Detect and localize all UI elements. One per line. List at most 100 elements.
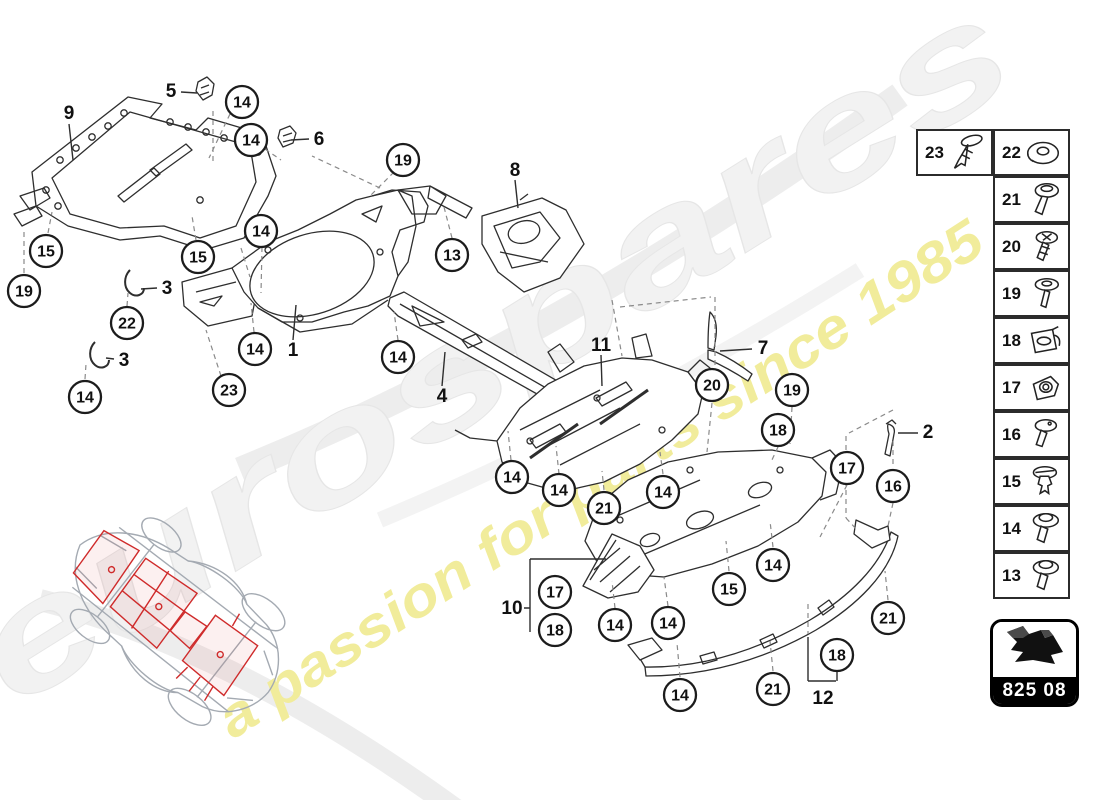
part-label-3[interactable]: 3: [162, 278, 173, 299]
part-label-8[interactable]: 8: [510, 160, 521, 181]
part-label-5[interactable]: 5: [166, 81, 177, 102]
callout-14[interactable]: 14: [541, 472, 577, 508]
callout-14[interactable]: 14: [645, 474, 681, 510]
washer-screw-icon: [1032, 512, 1060, 543]
part-code-box: 825 08: [990, 619, 1079, 707]
arrow-down-right-icon: [993, 622, 1076, 678]
callout-19[interactable]: 19: [385, 142, 421, 178]
callout-17[interactable]: 17: [829, 450, 865, 486]
callout-14[interactable]: 14: [662, 677, 698, 713]
callout-21[interactable]: 21: [755, 671, 791, 707]
part-label-6[interactable]: 6: [314, 129, 325, 150]
callout-14[interactable]: 14: [494, 459, 530, 495]
diagram-line-art: [13, 76, 918, 682]
callout-14[interactable]: 14: [237, 331, 273, 367]
washer-nut-icon: [1026, 141, 1060, 164]
part-label-11[interactable]: 11: [591, 335, 612, 356]
part-10-wedge-panel: [582, 533, 655, 599]
svg-text:17: 17: [838, 461, 856, 478]
callout-14[interactable]: 14: [755, 547, 791, 583]
sidebar-item-20[interactable]: 20: [993, 223, 1070, 270]
svg-text:14: 14: [76, 390, 94, 407]
callout-15[interactable]: 15: [711, 571, 747, 607]
callout-19[interactable]: 19: [6, 273, 42, 309]
sidebar-item-21[interactable]: 21: [993, 176, 1070, 223]
sidebar-item-13[interactable]: 13: [993, 552, 1070, 599]
part-label-1[interactable]: 1: [288, 340, 299, 361]
part-7-trim-strip: [707, 311, 753, 382]
callout-14[interactable]: 14: [650, 605, 686, 641]
sidebar-item-ref: 13: [1002, 565, 1021, 585]
callout-18[interactable]: 18: [760, 412, 796, 448]
svg-text:14: 14: [252, 224, 270, 241]
callout-22[interactable]: 22: [109, 305, 145, 341]
callout-18[interactable]: 18: [537, 612, 573, 648]
svg-text:14: 14: [671, 688, 689, 705]
sidebar-item-ref: 20: [1002, 236, 1021, 256]
sidebar-item-ref: 23: [925, 142, 944, 162]
sidebar-item-ref: 14: [1002, 518, 1021, 538]
callout-21[interactable]: 21: [870, 600, 906, 636]
sidebar-item-17[interactable]: 17: [993, 364, 1070, 411]
sidebar-item-19[interactable]: 19: [993, 270, 1070, 317]
part-2-bracket: [884, 419, 897, 457]
callout-19[interactable]: 19: [774, 372, 810, 408]
sidebar-item-ref: 17: [1002, 377, 1021, 397]
svg-text:14: 14: [606, 618, 624, 635]
sidebar-item-14[interactable]: 14: [993, 505, 1070, 552]
callout-14[interactable]: 14: [233, 122, 269, 158]
part-label-12[interactable]: 12: [812, 688, 833, 709]
callout-15[interactable]: 15: [180, 239, 216, 275]
callout-15[interactable]: 15: [28, 233, 64, 269]
part-5-clip: [195, 76, 215, 101]
callout-14[interactable]: 14: [224, 84, 260, 120]
svg-text:14: 14: [659, 616, 677, 633]
part-label-9[interactable]: 9: [64, 103, 75, 124]
svg-text:14: 14: [503, 470, 521, 487]
svg-text:14: 14: [246, 342, 264, 359]
sidebar-item-18[interactable]: 18: [993, 317, 1070, 364]
callout-14[interactable]: 14: [67, 379, 103, 415]
part-label-10[interactable]: 10: [501, 598, 522, 619]
part-3-hook-lower: [89, 341, 110, 369]
callout-14[interactable]: 14: [597, 607, 633, 643]
expanding-clip-icon: [1032, 465, 1058, 495]
callout-14[interactable]: 14: [380, 339, 416, 375]
label-leader-lines: [68, 91, 918, 682]
svg-text:14: 14: [654, 485, 672, 502]
sidebar-item-16[interactable]: 16: [993, 411, 1070, 458]
expanding-rivet-icon: [953, 133, 983, 169]
callout-13[interactable]: 13: [434, 237, 470, 273]
svg-text:14: 14: [389, 350, 407, 367]
part-label-7[interactable]: 7: [758, 338, 769, 359]
svg-text:21: 21: [764, 682, 782, 699]
callout-18[interactable]: 18: [819, 637, 855, 673]
svg-text:16: 16: [884, 479, 902, 496]
callout-21[interactable]: 21: [586, 490, 622, 526]
car-inset: [69, 517, 286, 726]
sidebar-item-23[interactable]: 23: [916, 129, 993, 176]
sidebar-item-22[interactable]: 22: [993, 129, 1070, 176]
svg-text:21: 21: [879, 611, 897, 628]
part-3-hook-upper: [124, 269, 145, 297]
sidebar-item-15[interactable]: 15: [993, 458, 1070, 505]
svg-text:23: 23: [220, 383, 238, 400]
expanding-grommet-icon: [1035, 230, 1059, 261]
part-label-4[interactable]: 4: [437, 386, 448, 407]
svg-text:19: 19: [15, 284, 33, 301]
callout-20[interactable]: 20: [694, 367, 730, 403]
callout-23[interactable]: 23: [211, 372, 247, 408]
callout-14[interactable]: 14: [243, 213, 279, 249]
callout-17[interactable]: 17: [537, 574, 573, 610]
sidebar-item-ref: 21: [1002, 189, 1021, 209]
sidebar-item-ref: 22: [1002, 142, 1021, 162]
part-label-2[interactable]: 2: [923, 422, 934, 443]
callout-16[interactable]: 16: [875, 468, 911, 504]
sidebar-item-ref: 19: [1002, 283, 1021, 303]
part-label-3[interactable]: 3: [119, 350, 130, 371]
svg-text:14: 14: [764, 558, 782, 575]
part-12-bumper-strip: [627, 519, 899, 677]
